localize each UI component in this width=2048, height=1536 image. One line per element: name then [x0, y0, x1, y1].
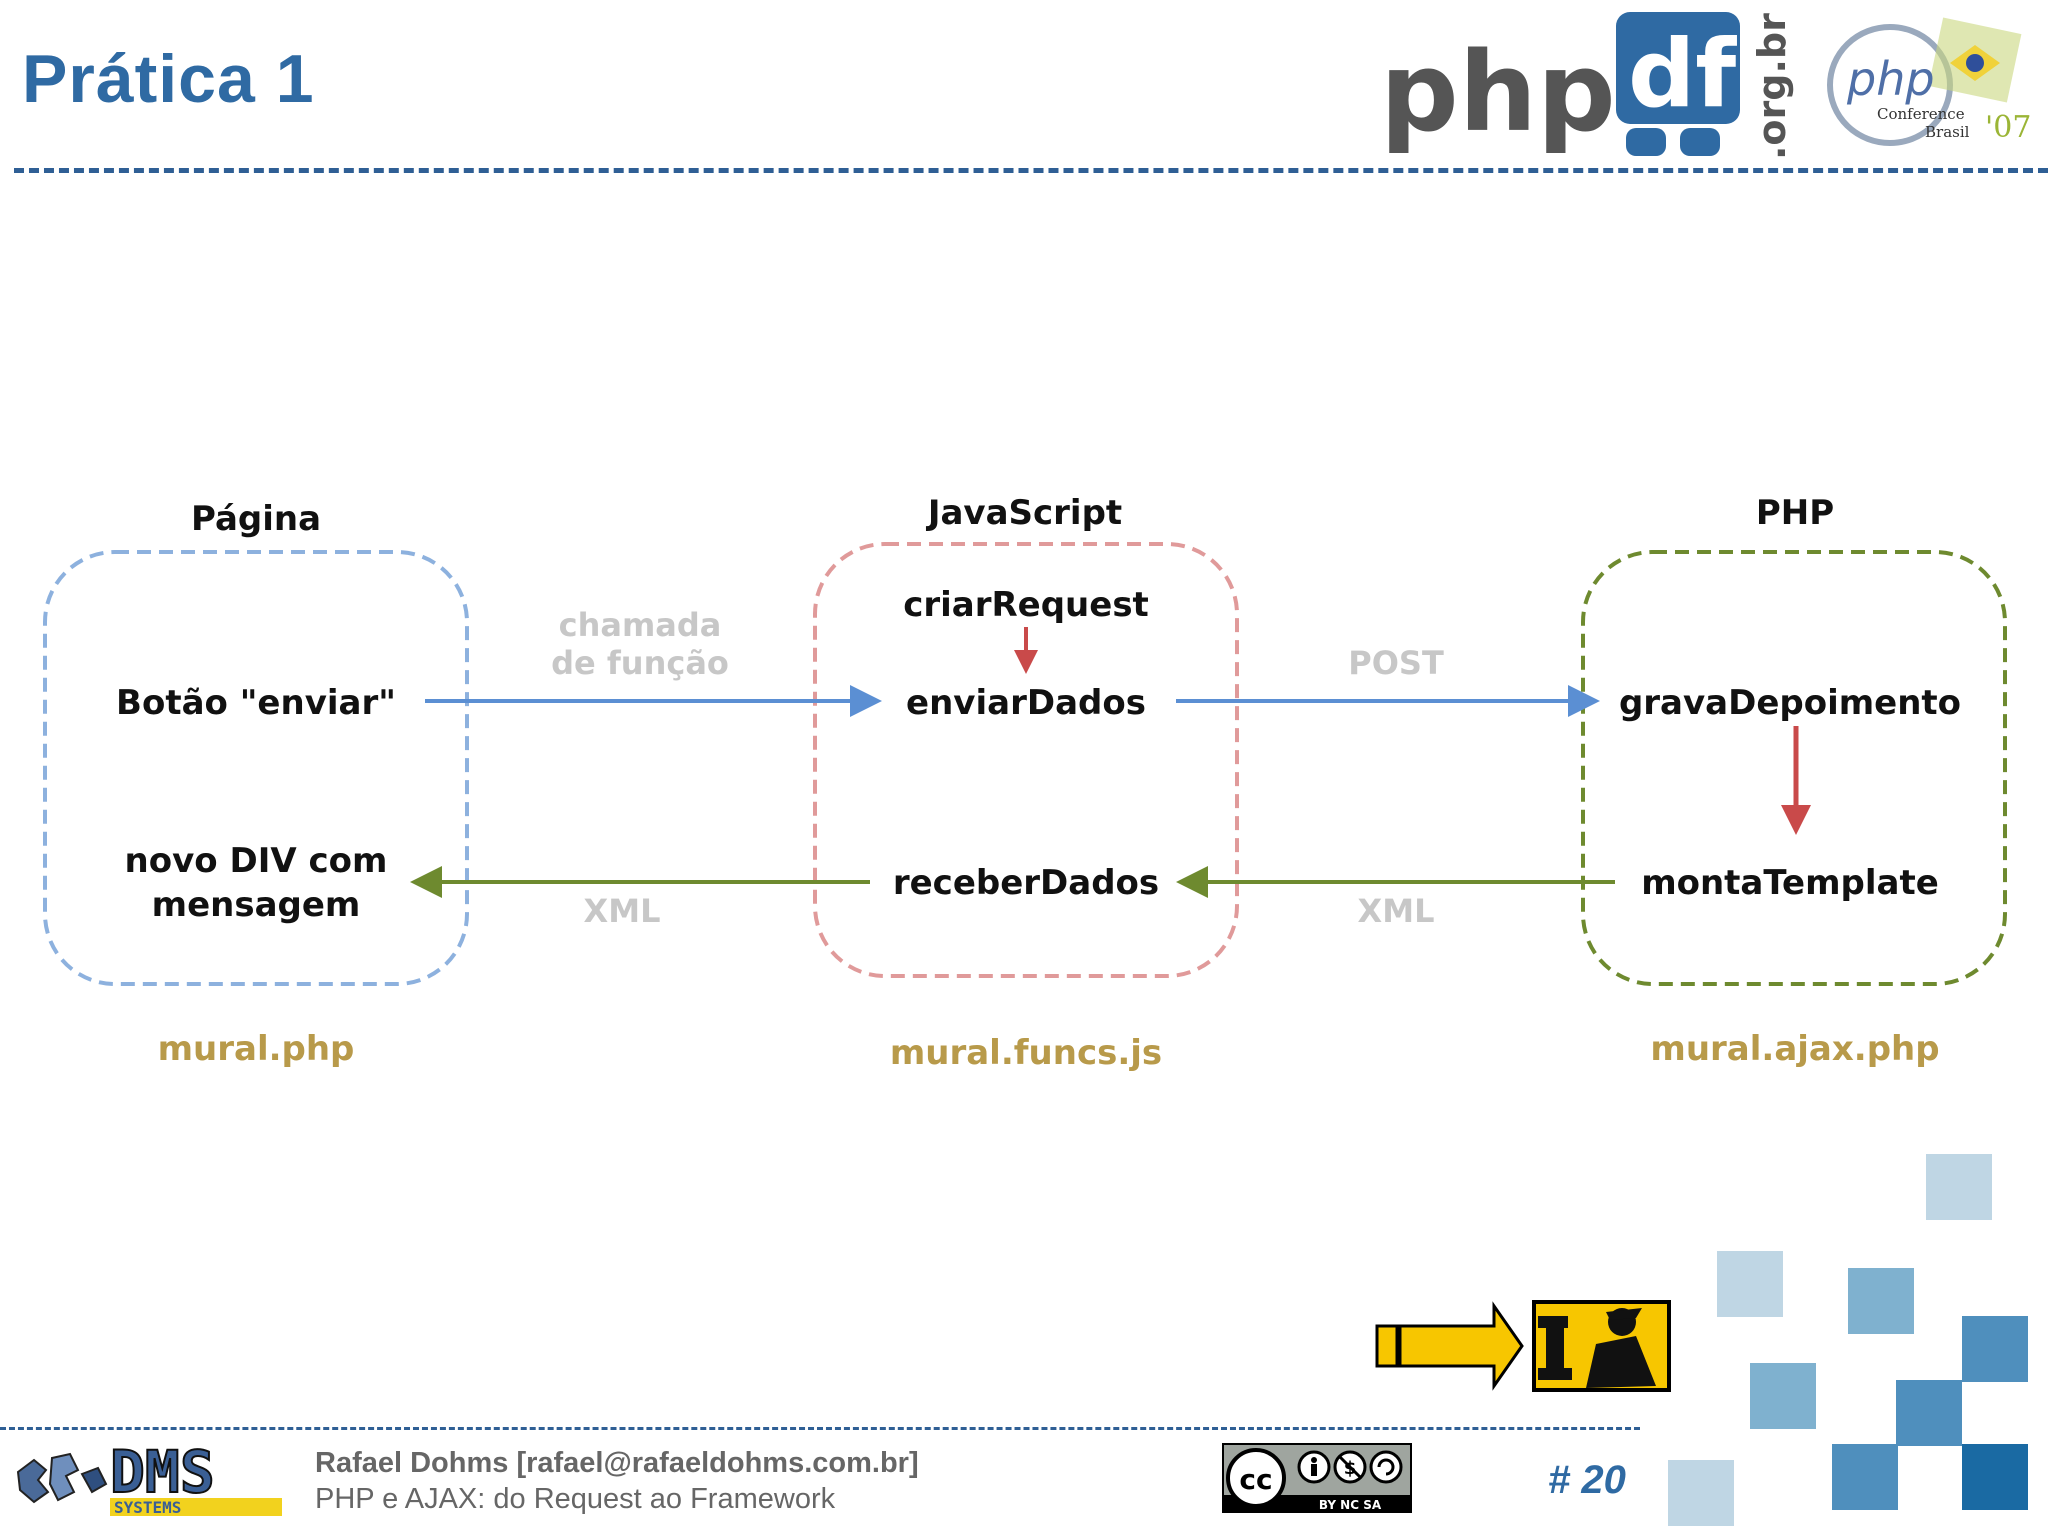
decorative-square	[1668, 1460, 1734, 1526]
javascript-box	[813, 542, 1239, 978]
pagina-box	[43, 550, 469, 986]
heading-javascript: JavaScript	[926, 493, 1122, 533]
svg-text:php: php	[1380, 28, 1616, 156]
file-mural-php: mural.php	[158, 1029, 355, 1069]
slide-title: Prática 1	[22, 41, 315, 117]
decorative-square	[1926, 1154, 1992, 1220]
phpdf-logo: php df .org.br	[1380, 12, 1794, 160]
decorative-square	[1962, 1316, 2028, 1382]
heading-pagina: Página	[191, 499, 321, 539]
decorative-square	[1832, 1444, 1898, 1510]
decorative-square	[1848, 1268, 1914, 1334]
svg-text:DMS: DMS	[110, 1440, 215, 1506]
dms-systems-logo: DMS SYSTEMS	[16, 1440, 282, 1517]
node-monta-template: montaTemplate	[1641, 863, 1939, 903]
svg-text:SYSTEMS: SYSTEMS	[114, 1498, 181, 1517]
node-criar-request: criarRequest	[903, 585, 1149, 625]
footer-author: Rafael Dohms [rafael@rafaeldohms.com.br]	[315, 1447, 919, 1479]
node-receber-dados: receberDados	[893, 863, 1159, 903]
node-enviar-dados: enviarDados	[906, 683, 1146, 723]
php-conference-logo: php Conference Brasil '07	[1827, 17, 2031, 146]
node-novo-div: novo DIV com	[125, 841, 388, 881]
decorative-square	[1750, 1363, 1816, 1429]
page-number: # 20	[1548, 1458, 1626, 1502]
svg-text:Conference: Conference	[1877, 105, 1965, 123]
label-chamada: chamada	[559, 606, 722, 644]
node-mensagem: mensagem	[152, 885, 361, 925]
svg-text:df: df	[1628, 20, 1737, 129]
heading-php: PHP	[1756, 493, 1834, 533]
label-xml-right: XML	[1358, 892, 1435, 930]
footer-divider	[0, 1427, 1640, 1430]
footer-talk-title: PHP e AJAX: do Request ao Framework	[315, 1483, 836, 1515]
svg-text:php: php	[1846, 52, 1935, 106]
label-de-funcao: de função	[551, 644, 729, 682]
svg-text:'07: '07	[1985, 110, 2031, 145]
header-divider	[14, 168, 2048, 173]
decorative-square	[1896, 1380, 1962, 1446]
next-slide-arrow[interactable]	[1374, 1296, 1674, 1396]
svg-text:Brasil: Brasil	[1925, 123, 1970, 141]
file-mural-funcs-js: mural.funcs.js	[890, 1033, 1162, 1073]
svg-text:BY NC SA: BY NC SA	[1319, 1498, 1382, 1512]
label-post: POST	[1348, 644, 1444, 682]
php-box	[1581, 550, 2007, 986]
node-botao-enviar: Botão "enviar"	[116, 683, 396, 723]
file-mural-ajax-php: mural.ajax.php	[1650, 1029, 1939, 1069]
svg-text:cc: cc	[1239, 1463, 1272, 1496]
decorative-square	[1962, 1444, 2028, 1510]
creative-commons-badge[interactable]: cc $ BY NC SA	[1222, 1443, 1412, 1513]
decorative-square	[1717, 1251, 1783, 1317]
svg-text:.org.br: .org.br	[1750, 13, 1794, 160]
node-grava-depoimento: gravaDepoimento	[1619, 683, 1961, 723]
ajax-flow-diagram: Página JavaScript PHP chamada de função …	[43, 493, 2007, 1073]
label-xml-left: XML	[584, 892, 661, 930]
